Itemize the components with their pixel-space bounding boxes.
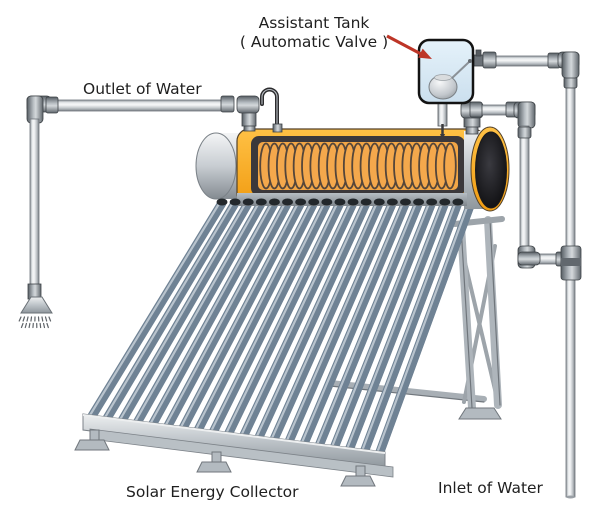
vacuum-tubes: [87, 198, 476, 465]
support-frame: [327, 216, 505, 420]
label-solar-energy-collector: Solar Energy Collector: [126, 483, 299, 501]
label-outlet-of-water: Outlet of Water: [83, 80, 202, 98]
label-assistant-tank: Assistant Tank ( Automatic Valve ): [233, 14, 395, 52]
shower-head-icon: [20, 283, 53, 314]
label-assistant-tank-line2: ( Automatic Valve ): [239, 33, 389, 51]
storage-tank: [195, 126, 510, 212]
float-valve: [428, 59, 472, 100]
tee-fitting: [560, 245, 582, 281]
heat-exchanger-coil: [259, 142, 457, 190]
inlet-pipe: [469, 49, 582, 499]
bottom-rail: [74, 413, 394, 487]
label-assistant-tank-line1: Assistant Tank: [258, 14, 370, 32]
label-inlet-of-water: Inlet of Water: [438, 479, 543, 497]
rail-feet: [74, 429, 376, 487]
outlet-pipe: [18, 95, 235, 329]
frame-foot: [458, 407, 502, 420]
pointer-arrow-icon: [386, 34, 432, 59]
assistant-tank: [417, 38, 475, 140]
tube-sockets: [216, 198, 464, 206]
tank-left-cap: [195, 132, 237, 200]
exhaust-j-pipe: [260, 87, 279, 131]
water-spray: [18, 316, 52, 329]
tank-right-cap: [475, 131, 507, 209]
